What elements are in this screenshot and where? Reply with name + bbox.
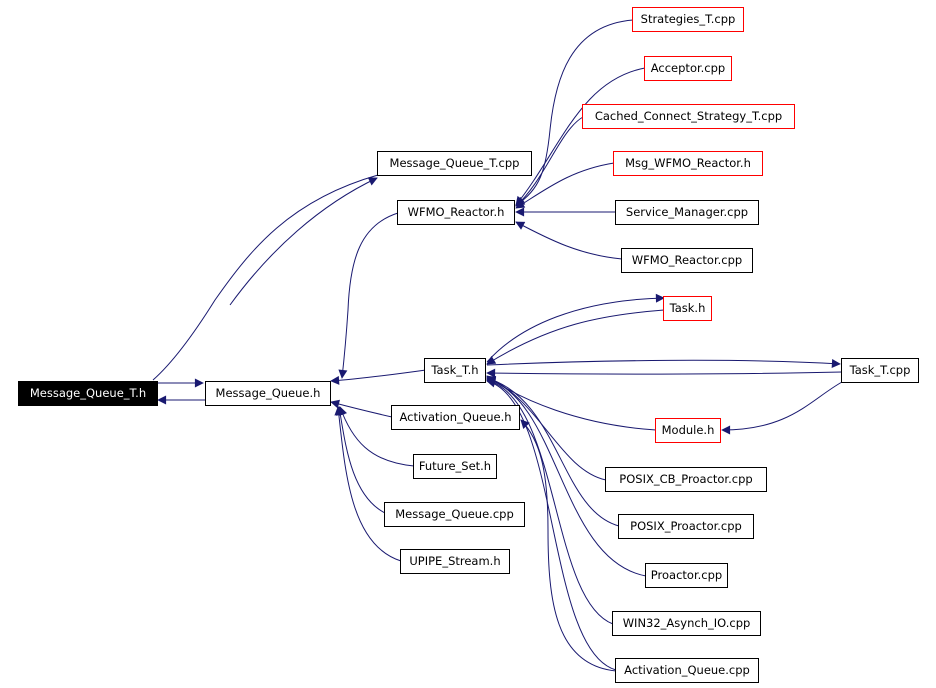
node-task-t-h[interactable]: Task_T.h <box>424 358 486 383</box>
edge-acceptor-to-wfmoh <box>515 67 646 206</box>
edge-upipe-to-mqh <box>334 406 402 562</box>
node-service-manager-cpp[interactable]: Service_Manager.cpp <box>615 200 759 225</box>
edge-taskth-to-tasktcpp <box>486 359 841 369</box>
node-module-h[interactable]: Module.h <box>655 418 721 443</box>
node-proactor-cpp[interactable]: Proactor.cpp <box>645 563 728 588</box>
edge-proactor-to-taskth <box>486 376 647 577</box>
edge-tasktcpp-to-taskth <box>486 368 843 378</box>
node-task-t-cpp[interactable]: Task_T.cpp <box>841 358 919 383</box>
node-activation-queue-h[interactable]: Activation_Queue.h <box>391 405 520 430</box>
node-posix-cb-proactor-cpp[interactable]: POSIX_CB_Proactor.cpp <box>605 467 767 492</box>
edge-tasktcpp-to-moduleh <box>721 381 843 435</box>
node-future-set-h[interactable]: Future_Set.h <box>413 454 497 479</box>
node-message-queue-cpp[interactable]: Message_Queue.cpp <box>384 502 525 527</box>
node-wfmo-reactor-h[interactable]: WFMO_Reactor.h <box>397 200 515 225</box>
edge-mqtcpp-to-mqth <box>152 174 379 381</box>
node-task-h[interactable]: Task.h <box>663 296 712 321</box>
edge-taskh-to-taskth <box>486 309 665 365</box>
edge-taskth-to-mqh <box>330 369 427 385</box>
edge-aqcpp-to-aqh <box>520 419 617 672</box>
edge-mqcpp-to-mqh <box>336 406 386 514</box>
edge-wfmoh-to-mqh <box>338 212 399 379</box>
edge-strategies-to-wfmoh <box>515 19 634 206</box>
node-message-queue-h[interactable]: Message_Queue.h <box>205 381 331 406</box>
edge-cached-to-wfmoh <box>515 116 584 207</box>
node-message-queue-t-h[interactable]: Message_Queue_T.h <box>18 381 158 406</box>
node-posix-proactor-cpp[interactable]: POSIX_Proactor.cpp <box>618 514 754 539</box>
edge-msgwfmo-to-wfmoh <box>515 162 615 209</box>
edge-mqth-to-mqtcpp <box>229 177 378 306</box>
node-wfmo-reactor-cpp[interactable]: WFMO_Reactor.cpp <box>621 248 753 273</box>
node-activation-queue-cpp[interactable]: Activation_Queue.cpp <box>615 658 759 683</box>
edge-wfmocpp-to-wfmoh <box>515 221 623 260</box>
node-message-queue-t-cpp[interactable]: Message_Queue_T.cpp <box>377 151 532 176</box>
edge-posix-to-taskth <box>486 376 620 527</box>
edge-aqcpp-to-taskth <box>486 378 617 671</box>
edge-futureset-to-mqh <box>338 406 415 467</box>
edge-taskth-to-taskh <box>486 293 665 363</box>
edge-win32-to-taskth <box>486 377 614 625</box>
node-strategies-t-cpp[interactable]: Strategies_T.cpp <box>632 7 744 32</box>
node-msg-wfmo-reactor-h[interactable]: Msg_WFMO_Reactor.h <box>613 151 763 176</box>
node-win32-asynch-io-cpp[interactable]: WIN32_Asynch_IO.cpp <box>612 611 761 636</box>
node-cached-connect-strategy-t-cpp[interactable]: Cached_Connect_Strategy_T.cpp <box>582 104 795 129</box>
edge-aqh-to-mqh <box>330 399 393 418</box>
node-upipe-stream-h[interactable]: UPIPE_Stream.h <box>400 549 510 574</box>
node-acceptor-cpp[interactable]: Acceptor.cpp <box>644 56 732 81</box>
